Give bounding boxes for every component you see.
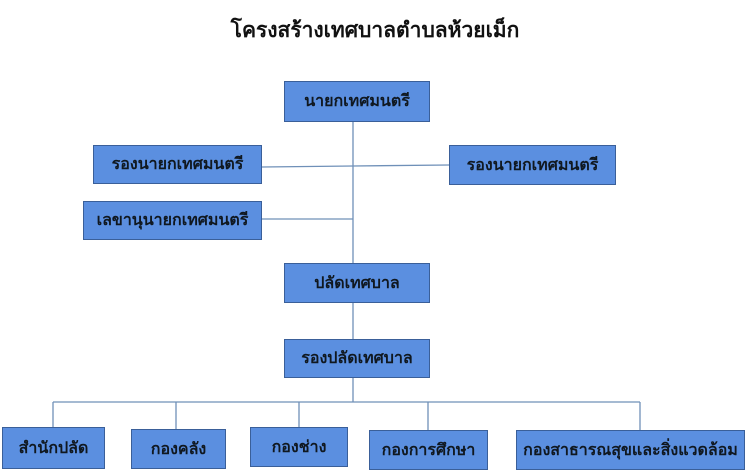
deputy-mayor-left-box: รองนายกเทศมนตรี <box>93 145 262 184</box>
mayor-label: นายกเทศมนตรี <box>304 91 410 110</box>
division-label-2: กองคลัง <box>150 438 207 458</box>
chart-title: โครงสร้างเทศบาลตำบลห้วยเม็ก <box>230 17 520 42</box>
division-box-1: สำนักปลัด <box>2 427 105 469</box>
mayor-box: นายกเทศมนตรี <box>284 81 430 122</box>
deputy-mayor-left-label: รองนายกเทศมนตรี <box>111 154 244 173</box>
municipal-clerk-label: ปลัดเทศบาล <box>314 272 400 292</box>
connector-deputy-left <box>261 165 354 168</box>
division-label-1: สำนักปลัด <box>18 437 89 457</box>
deputy-mayor-right-label: รองนายกเทศมนตรี <box>466 154 599 174</box>
division-label-3: กองช่าง <box>271 436 327 456</box>
connector-deputy-right <box>352 164 450 167</box>
division-label-5: กองสาธารณสุขและสิ่งแวดล้อม <box>523 439 738 459</box>
division-label-4: กองการศึกษา <box>381 439 476 459</box>
division-box-5: กองสาธารณสุขและสิ่งแวดล้อม <box>516 430 745 470</box>
division-box-3: กองช่าง <box>250 427 348 467</box>
deputy-clerk-box: รองปลัดเทศบาล <box>284 339 430 378</box>
division-box-4: กองการศึกษา <box>369 430 488 470</box>
municipal-clerk-box: ปลัดเทศบาล <box>284 263 430 303</box>
division-box-2: กองคลัง <box>131 429 226 469</box>
secretary-box: เลขานุนายกเทศมนตรี <box>83 201 262 240</box>
deputy-clerk-label: รองปลัดเทศบาล <box>301 348 413 367</box>
deputy-mayor-right-box: รองนายกเทศมนตรี <box>449 145 616 185</box>
secretary-label: เลขานุนายกเทศมนตรี <box>96 210 249 229</box>
